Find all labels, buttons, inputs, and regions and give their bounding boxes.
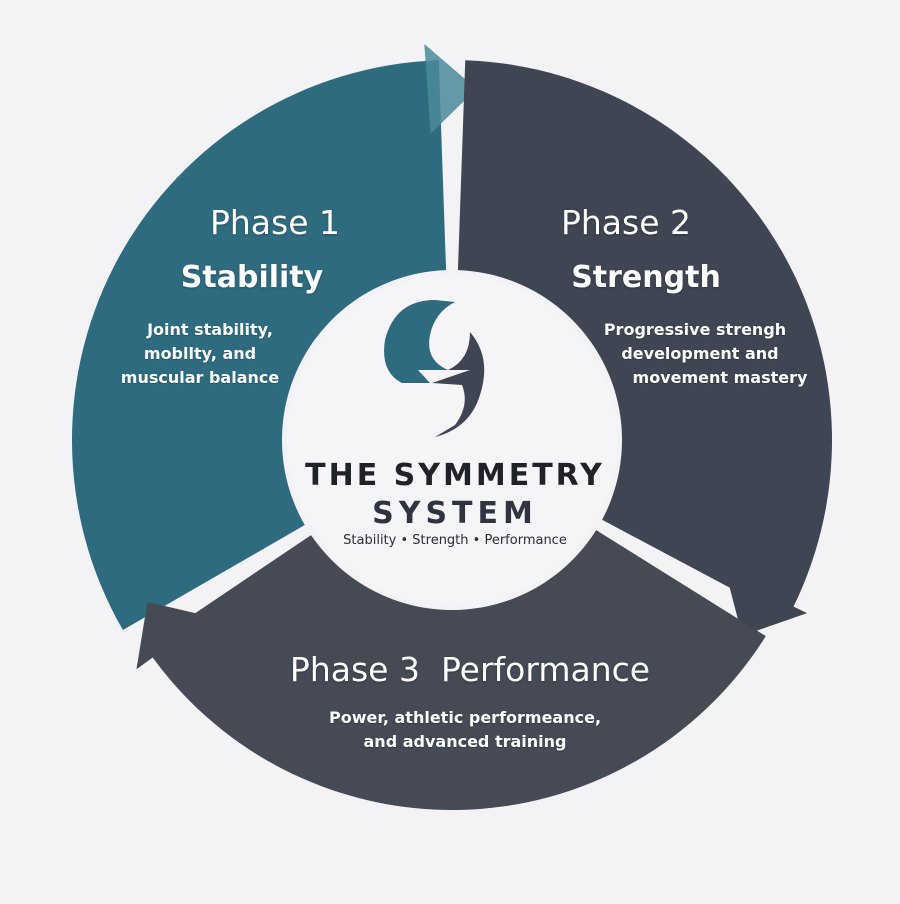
- phase-1-name: Stability: [180, 260, 324, 295]
- phase-1-segment: [71, 60, 447, 630]
- center-title-line1: THE SYMMETRY: [305, 458, 605, 493]
- phase-2-arrow: [726, 573, 808, 636]
- phase-3-label: Phase 3: [289, 650, 420, 689]
- phase-2-description-line: development and: [621, 344, 779, 363]
- phase-1-description-line: muscular balance: [120, 368, 280, 387]
- phase-2-name: Strength: [571, 260, 721, 295]
- phase-2-description-line: Progressive strengh: [603, 320, 787, 339]
- center-title-line2: SYSTEM: [372, 496, 538, 531]
- phase-3-description-line: and advanced training: [363, 732, 567, 751]
- logo-dark-half: [432, 332, 485, 437]
- center-tagline: Stability • Strength • Performance: [343, 533, 567, 548]
- phase-1-arrow: [424, 43, 477, 134]
- phase-3-heading: Phase 3 Performance: [260, 650, 680, 689]
- phase-3-description-line: Power, athletic performeance,: [328, 708, 602, 727]
- phase-1-description-line: mobllty, and: [143, 344, 257, 363]
- phase-2-description-line: movement mastery: [632, 368, 808, 387]
- phase-3-name: Performance: [440, 650, 651, 689]
- phase-2-segment: [457, 60, 832, 619]
- phase-3-arrow: [136, 601, 210, 670]
- phase-1-label: Phase 1: [209, 203, 341, 242]
- center-disc: [287, 275, 617, 605]
- phase-2-label: Phase 2: [560, 203, 692, 242]
- phase-1-description-line: Joint stability,: [147, 320, 273, 339]
- phase-3-segment: [145, 530, 766, 810]
- symmetry-s-logo-icon: [384, 300, 485, 437]
